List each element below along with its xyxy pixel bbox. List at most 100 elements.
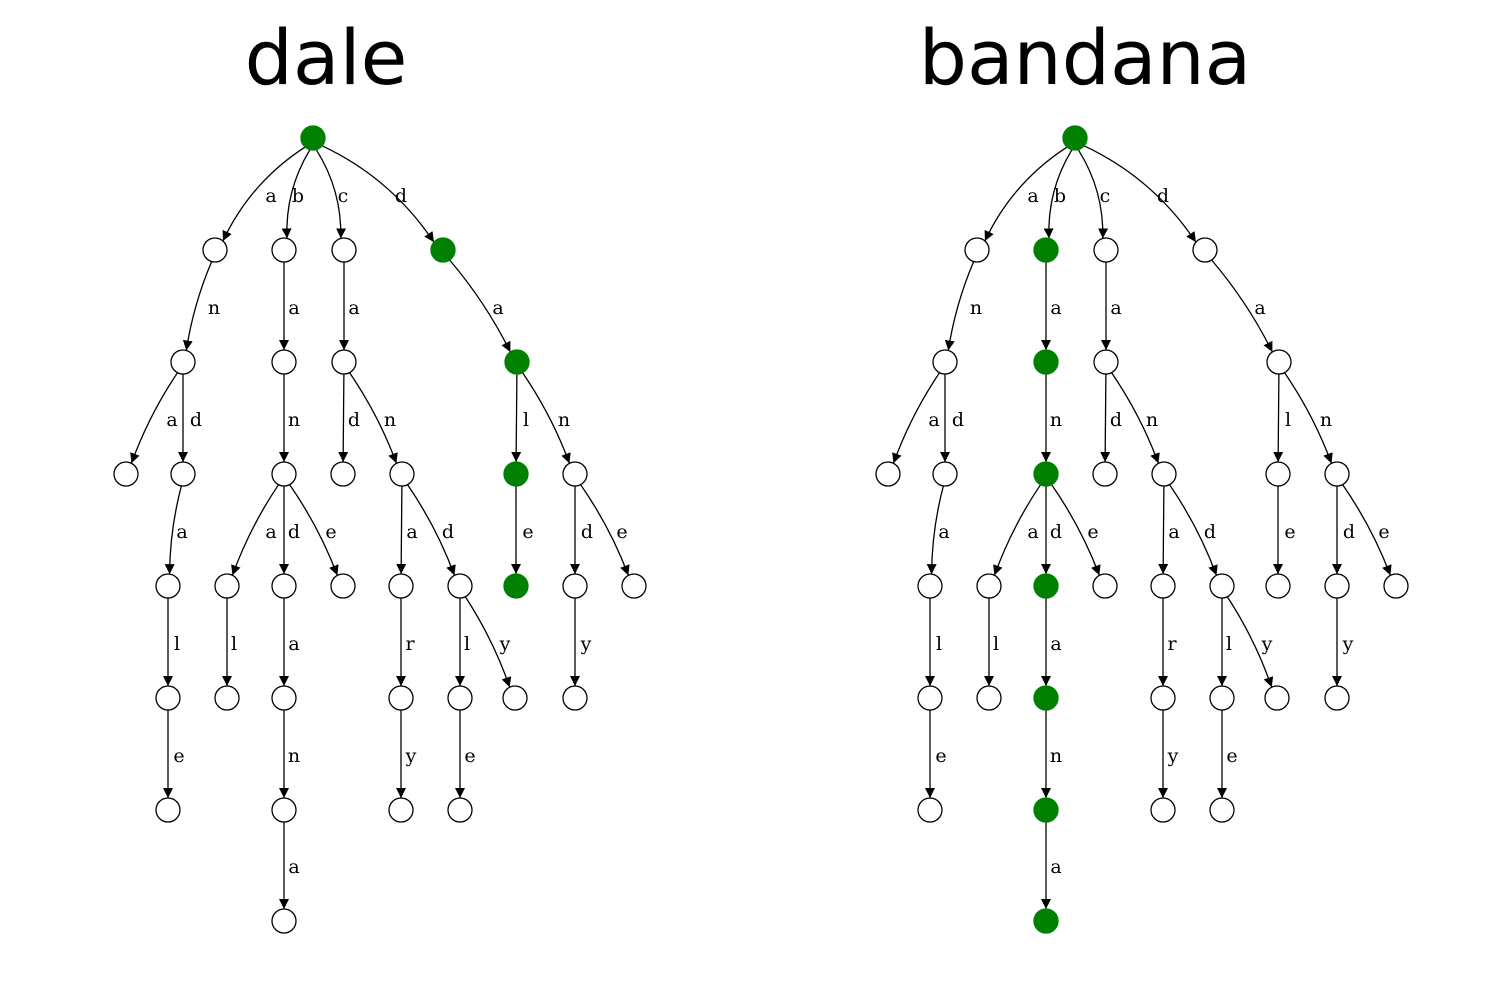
trie-node-dal xyxy=(503,461,529,487)
edge-ban-bana xyxy=(993,484,1042,576)
trie-node-can xyxy=(389,461,415,487)
edge-label-dand-dandy: y xyxy=(1342,633,1354,655)
edge-label-root-c: c xyxy=(1100,185,1111,207)
edge-ca-cad xyxy=(1100,373,1111,463)
edge-label-da-dan: n xyxy=(558,409,570,431)
trie-node-dane xyxy=(1383,573,1409,599)
trie-node-d xyxy=(430,237,456,263)
edge-label-candl-candle: e xyxy=(464,745,475,767)
edge-d-da xyxy=(449,259,511,353)
trie-title-bandana: bandana xyxy=(918,13,1252,102)
edge-label-an-and: d xyxy=(952,409,964,431)
edge-label-anda-andal: l xyxy=(174,633,180,655)
edge-label-da-dal: l xyxy=(523,409,529,431)
edge-dan-dane xyxy=(580,484,630,576)
edge-label-bana-banal: l xyxy=(993,633,999,655)
trie-node-banal xyxy=(976,685,1002,711)
trie-node-ban xyxy=(1033,461,1059,487)
edge-can-cand xyxy=(1168,484,1218,576)
trie-node-bandana xyxy=(1033,908,1059,934)
trie-node-ana xyxy=(113,461,139,487)
edge-label-d-da: a xyxy=(1254,297,1265,319)
edge-label-dan-dand: d xyxy=(1343,521,1355,543)
trie-node-ca xyxy=(331,349,357,375)
edge-label-b-ba: a xyxy=(1050,297,1061,319)
edge-root-c xyxy=(1077,149,1109,239)
trie-node-banal xyxy=(214,685,240,711)
trie-node-canary xyxy=(388,797,414,823)
edge-an-ana xyxy=(130,372,179,464)
edge-label-ban-bane: e xyxy=(325,521,336,543)
trie-node-candle xyxy=(1209,797,1235,823)
trie-node-da xyxy=(504,349,530,375)
edge-label-can-cand: d xyxy=(1204,521,1216,543)
edge-label-band-banda: a xyxy=(288,633,299,655)
trie-node-banda xyxy=(1033,685,1059,711)
trie-node-candy xyxy=(502,685,528,711)
trie-node-canary xyxy=(1150,797,1176,823)
edge-label-and-anda: a xyxy=(938,521,949,543)
trie-node-anda xyxy=(917,573,943,599)
edge-label-canar-canary: y xyxy=(1167,745,1179,767)
trie-node-c xyxy=(331,237,357,263)
trie-node-dand xyxy=(562,573,588,599)
edge-label-da-dal: l xyxy=(1285,409,1291,431)
trie-node-canar xyxy=(1150,685,1176,711)
trie-node-andal xyxy=(155,685,181,711)
edge-label-candl-candle: e xyxy=(1226,745,1237,767)
edge-a-an xyxy=(944,261,975,351)
edge-label-cand-candl: l xyxy=(1226,633,1232,655)
edge-label-andal-andale: e xyxy=(935,745,946,767)
edge-label-ca-cad: d xyxy=(348,409,360,431)
edge-label-dan-dane: e xyxy=(1378,521,1389,543)
edge-cand-candy xyxy=(1226,596,1274,688)
edge-root-a xyxy=(222,146,306,242)
trie-node-can xyxy=(1151,461,1177,487)
edge-a-an xyxy=(182,261,213,351)
edge-label-ban-bana: a xyxy=(1027,521,1038,543)
edge-label-ban-bane: e xyxy=(1087,521,1098,543)
trie-node-dan xyxy=(1324,461,1350,487)
edge-ban-bane xyxy=(1051,484,1101,576)
edge-and-anda xyxy=(164,485,183,575)
edge-label-cand-candl: l xyxy=(464,633,470,655)
edge-label-root-d: d xyxy=(395,185,407,207)
edge-can-cana xyxy=(1158,485,1169,575)
trie-node-dand xyxy=(1324,573,1350,599)
edge-label-c-ca: a xyxy=(348,297,359,319)
edge-d-da xyxy=(1211,259,1273,353)
trie-node-bane xyxy=(1092,573,1118,599)
trie-node-candl xyxy=(447,685,473,711)
edge-label-bana-banal: l xyxy=(231,633,237,655)
edge-label-da-dan: n xyxy=(1320,409,1332,431)
edge-root-c xyxy=(315,149,347,239)
edge-label-ca-cad: d xyxy=(1110,409,1122,431)
trie-node-anda xyxy=(155,573,181,599)
trie-node-cana xyxy=(388,573,414,599)
edge-label-banda-bandan: n xyxy=(288,745,300,767)
edge-label-can-cana: a xyxy=(1168,521,1179,543)
edge-label-cand-candy: y xyxy=(1261,633,1273,655)
edge-label-ca-can: n xyxy=(1146,409,1158,431)
edge-label-dan-dand: d xyxy=(581,521,593,543)
trie-node-a xyxy=(202,237,228,263)
edge-label-can-cana: a xyxy=(406,521,417,543)
edge-label-ba-ban: n xyxy=(1050,409,1062,431)
edge-label-ban-bana: a xyxy=(265,521,276,543)
trie-node-dandy xyxy=(562,685,588,711)
edge-label-dal-dale: e xyxy=(1284,521,1295,543)
edge-label-an-ana: a xyxy=(928,409,939,431)
trie-node-cad xyxy=(330,461,356,487)
trie-node-bandan xyxy=(1033,797,1059,823)
trie-node-dan xyxy=(562,461,588,487)
trie-node-ba xyxy=(1033,349,1059,375)
edge-label-dal-dale: e xyxy=(522,521,533,543)
edge-label-banda-bandan: n xyxy=(1050,745,1062,767)
edge-label-root-a: a xyxy=(1027,185,1038,207)
trie-node-root xyxy=(1062,125,1088,151)
edge-ca-can xyxy=(1110,372,1160,464)
edge-label-bandan-bandana: a xyxy=(1050,856,1061,878)
trie-node-dale xyxy=(503,573,529,599)
edge-an-ana xyxy=(892,372,941,464)
